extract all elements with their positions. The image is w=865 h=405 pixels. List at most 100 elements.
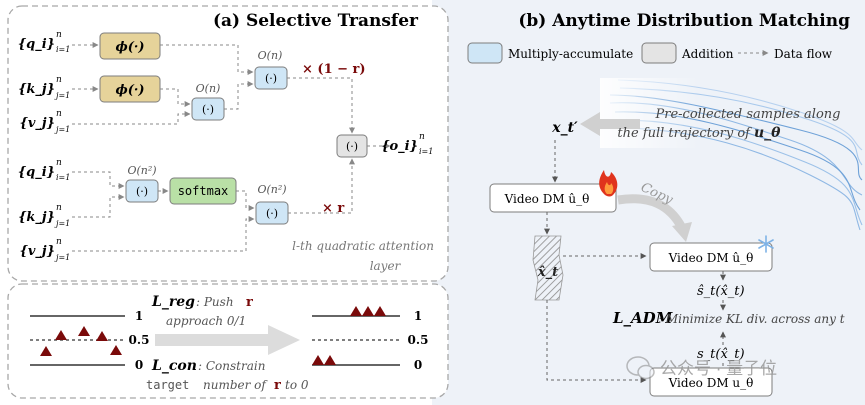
level-1-left: 1 bbox=[135, 309, 143, 323]
svg-text:{k_j}: {k_j} bbox=[18, 82, 55, 97]
level-05-right: 0.5 bbox=[408, 333, 429, 347]
copy-arrow bbox=[617, 194, 686, 231]
video-dm-frozen bbox=[649, 242, 773, 272]
svg-text:: Push: : Push bbox=[196, 295, 234, 309]
r-marker bbox=[324, 355, 336, 365]
softmax-op-label: softmax bbox=[178, 184, 229, 198]
video-dm-train bbox=[489, 183, 617, 213]
loss-adm: L_ADM : Minimize KL div. across any t bbox=[612, 309, 845, 327]
svg-text:i=1: i=1 bbox=[56, 173, 70, 182]
samples-line1: Pre-collected samples along bbox=[655, 107, 841, 122]
samples-line2: the full trajectory of bbox=[617, 126, 752, 141]
svg-text:n: n bbox=[56, 158, 62, 168]
legend-add-swatch bbox=[641, 42, 677, 64]
samples-symbol: u_θ bbox=[754, 125, 781, 141]
input-k-1: {k_j} n j=1 bbox=[18, 75, 70, 100]
svg-text:{v_j}: {v_j} bbox=[20, 244, 55, 259]
svg-text:L_reg: L_reg bbox=[151, 294, 195, 310]
r-marker bbox=[78, 326, 90, 336]
r-distribution-before bbox=[30, 315, 125, 366]
r-marker bbox=[374, 306, 386, 316]
flame-icon bbox=[599, 170, 618, 197]
video-dm-frozen-label: Video DM û_θ bbox=[668, 251, 754, 265]
svg-text:n: n bbox=[56, 109, 62, 119]
panel-a-title: (a) Selective Transfer bbox=[213, 11, 419, 31]
x-hat-label: x̂_t bbox=[537, 265, 558, 280]
svg-text:{q_i}: {q_i} bbox=[18, 37, 55, 52]
legend-mac-label: Multiply-accumulate bbox=[508, 47, 633, 61]
svg-text:n: n bbox=[56, 75, 62, 85]
phi-op-q bbox=[99, 32, 161, 60]
snowflake-icon bbox=[758, 235, 774, 253]
svg-text:: Minimize KL div. across any: : Minimize KL div. across any t bbox=[658, 312, 845, 326]
mac-op-attn-v-label: (·) bbox=[266, 207, 278, 220]
trajectory-fade bbox=[600, 78, 700, 148]
complexity-on2-1: O(n²) bbox=[127, 164, 156, 177]
flow-xhat-to-teacher bbox=[546, 300, 647, 383]
weight-r: × r bbox=[322, 201, 344, 216]
svg-text:{o_i}: {o_i} bbox=[381, 139, 418, 154]
output-o: {o_i} n i=1 bbox=[381, 132, 433, 156]
mac-op-kv-label: (·) bbox=[202, 103, 214, 116]
svg-text:number of: number of bbox=[203, 378, 268, 392]
transition-arrow-head bbox=[268, 325, 300, 355]
svg-text:i=1: i=1 bbox=[56, 45, 70, 54]
video-dm-train-label: Video DM û_θ bbox=[504, 192, 590, 206]
r-marker bbox=[350, 306, 362, 316]
video-dm-teacher bbox=[649, 367, 773, 397]
r-marker bbox=[55, 330, 67, 340]
level-05-left: 0.5 bbox=[129, 333, 150, 347]
weight-one-minus-r: × (1 − r) bbox=[302, 62, 366, 77]
level-0-right: 0 bbox=[414, 358, 422, 372]
addition-op-label: (·) bbox=[346, 140, 358, 153]
svg-text:L_con: L_con bbox=[151, 358, 197, 374]
svg-text:j=1: j=1 bbox=[54, 219, 70, 228]
watermark-text: 公众号 · 量子位 bbox=[660, 359, 777, 378]
svg-text:j=1: j=1 bbox=[54, 253, 70, 262]
svg-text:n: n bbox=[56, 237, 62, 247]
level-0-left: 0 bbox=[135, 358, 143, 372]
svg-text:r: r bbox=[274, 378, 281, 393]
svg-text:{q_i}: {q_i} bbox=[18, 165, 55, 180]
complexity-on2-2: O(n²) bbox=[257, 183, 286, 196]
input-k-2: {k_j} n j=1 bbox=[18, 203, 70, 228]
svg-text:{k_j}: {k_j} bbox=[18, 210, 55, 225]
level-1-right: 1 bbox=[414, 309, 422, 323]
x-t-prime: x_t′ bbox=[551, 120, 578, 136]
panel-a-frame bbox=[7, 5, 449, 282]
svg-text:{v_j}: {v_j} bbox=[20, 116, 55, 131]
svg-text:n: n bbox=[56, 30, 62, 40]
input-v-2: {v_j} n j=1 bbox=[20, 237, 71, 262]
complexity-on-1: O(n) bbox=[196, 82, 221, 95]
legend-flow-label: Data flow bbox=[774, 47, 833, 61]
mac-op-qk-label: (·) bbox=[136, 185, 148, 198]
loss-reg: L_reg : Push r approach 0/1 bbox=[151, 294, 253, 328]
watermark-chat-icon bbox=[626, 356, 655, 380]
input-q-1: {q_i} n i=1 bbox=[18, 30, 71, 54]
svg-text:n: n bbox=[56, 203, 62, 213]
legend-add-label: Addition bbox=[681, 47, 734, 61]
panel-b-title: (b) Anytime Distribution Matching bbox=[518, 11, 850, 31]
svg-text:target: target bbox=[146, 378, 189, 392]
score-hat: ŝ_t(x̂_t) bbox=[697, 284, 745, 299]
svg-text:n: n bbox=[419, 132, 425, 142]
phi-op-k-label: ϕ(·) bbox=[115, 83, 144, 98]
r-marker bbox=[110, 345, 122, 355]
layer-label-line2: layer bbox=[370, 259, 402, 273]
mac-op-q-kv-label: (·) bbox=[265, 72, 277, 85]
loss-con: L_con : Constrain target number of r to … bbox=[146, 358, 309, 393]
layer-label-line1: l-th quadratic attention bbox=[292, 239, 434, 253]
r-marker bbox=[96, 331, 108, 341]
svg-text:: Constrain: : Constrain bbox=[198, 359, 265, 373]
phi-op-q-label: ϕ(·) bbox=[115, 40, 144, 55]
score-true: s_t(x̂_t) bbox=[697, 347, 745, 362]
svg-text:j=1: j=1 bbox=[54, 125, 70, 134]
svg-text:j=1: j=1 bbox=[54, 91, 70, 100]
svg-text:to 0: to 0 bbox=[285, 378, 309, 392]
legend-mac-swatch bbox=[467, 42, 503, 64]
input-q-2: {q_i} n i=1 bbox=[18, 158, 71, 182]
svg-text:approach 0/1: approach 0/1 bbox=[166, 314, 246, 328]
sample-arrow-head bbox=[580, 112, 600, 136]
